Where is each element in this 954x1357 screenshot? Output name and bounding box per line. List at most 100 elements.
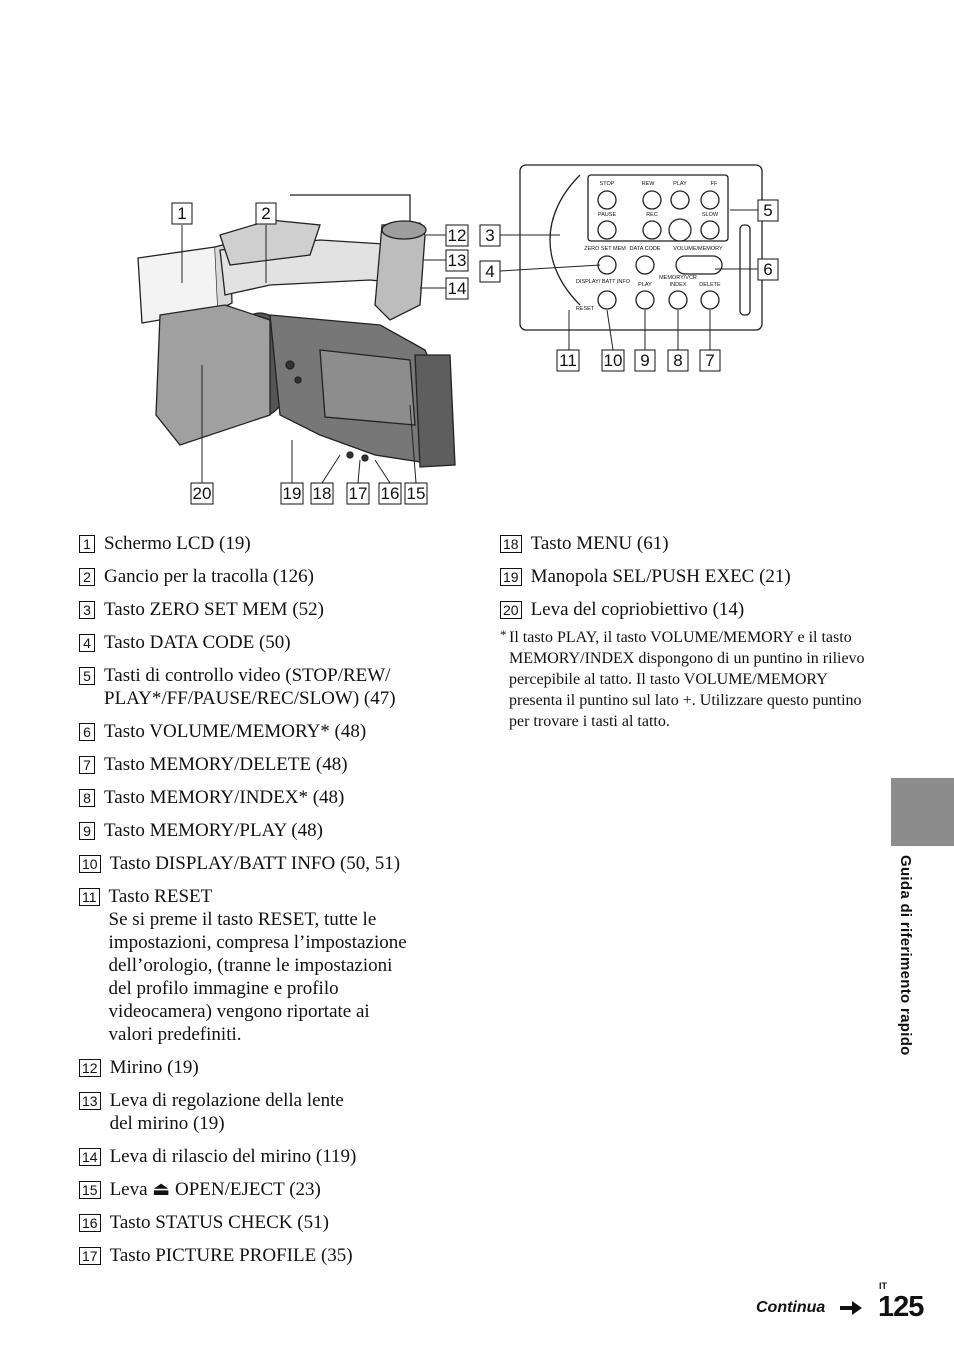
item-number: 5 xyxy=(79,667,95,685)
svg-text:5: 5 xyxy=(763,201,772,220)
item-text: Manopola SEL/PUSH EXEC (21) xyxy=(530,566,791,587)
panel-label-pause: PAUSE xyxy=(598,212,617,218)
svg-text:1: 1 xyxy=(177,204,186,223)
panel-label-display-batt-info: DISPLAY/ BATT INFO xyxy=(576,279,631,285)
callout-labels: 1 2 12 13 14 3 4 5 6 11 10 9 8 7 20 19 1… xyxy=(171,199,779,505)
panel-label-play: PLAY xyxy=(673,181,687,187)
list-item: 5 Tasti di controllo video (STOP/REW/ PLA… xyxy=(79,664,459,710)
callout-7: 7 xyxy=(699,349,721,372)
item-text: Tasto MEMORY/INDEX* (48) xyxy=(104,787,345,808)
page-number: 125 xyxy=(878,1291,924,1323)
callout-5-box: 5 xyxy=(757,199,779,222)
panel-label-stop: STOP xyxy=(600,181,615,187)
svg-text:16: 16 xyxy=(381,484,400,503)
item-text: Tasto MENU (61) xyxy=(530,533,669,554)
callout-18: 18 xyxy=(310,482,334,505)
callout-2: 2 xyxy=(255,202,277,225)
item-number: 20 xyxy=(500,601,522,619)
callout-1: 1 xyxy=(171,202,193,225)
panel-label-zero-set-mem: ZERO SET MEM xyxy=(584,246,626,252)
item-number: 18 xyxy=(500,535,522,553)
callout-10: 10 xyxy=(601,349,625,372)
svg-text:4: 4 xyxy=(485,262,494,281)
item-number: 7 xyxy=(79,756,95,774)
svg-text:18: 18 xyxy=(313,484,332,503)
svg-text:2: 2 xyxy=(261,204,270,223)
list-item: 17 Tasto PICTURE PROFILE (35) xyxy=(79,1244,459,1267)
item-number: 11 xyxy=(79,888,100,906)
callout-3: 3 xyxy=(479,224,501,247)
panel-label-rec: REC xyxy=(646,212,658,218)
panel-label-play2: PLAY xyxy=(638,282,652,288)
item-text: Tasto MEMORY/DELETE (48) xyxy=(104,754,348,775)
item-text: Tasto DATA CODE (50) xyxy=(104,632,291,653)
item-number: 17 xyxy=(79,1247,101,1265)
callout-13: 13 xyxy=(445,249,469,272)
footnote: * Il tasto PLAY, il tasto VOLUME/MEMORY … xyxy=(500,627,870,732)
callout-14: 14 xyxy=(445,277,469,300)
callout-8: 8 xyxy=(667,349,689,372)
item-text: Tasto STATUS CHECK (51) xyxy=(109,1212,329,1233)
svg-text:3: 3 xyxy=(485,226,494,245)
callout-19: 19 xyxy=(280,482,304,505)
item-text: Gancio per la tracolla (126) xyxy=(104,566,314,587)
panel-label-volume-memory: VOLUME/MEMORY xyxy=(673,246,723,252)
item-number: 14 xyxy=(79,1148,101,1166)
footnote-text: Il tasto PLAY, il tasto VOLUME/MEMORY e … xyxy=(509,629,865,730)
item-text: Tasto RESET Se si preme il tasto RESET, … xyxy=(108,886,407,1045)
callout-11: 11 xyxy=(556,349,580,372)
panel-label-slow: SLOW xyxy=(702,212,719,218)
section-tab-label: Guida di riferimento rapido xyxy=(897,855,914,1056)
list-item: 20 Leva del copriobiettivo (14) xyxy=(500,598,870,621)
item-text: Tasti di controllo video (STOP/REW/ PLAY… xyxy=(104,665,396,709)
item-text: Leva del copriobiettivo (14) xyxy=(530,599,745,620)
panel-label-reset: RESET xyxy=(576,306,595,312)
svg-text:19: 19 xyxy=(283,484,302,503)
item-text: Tasto MEMORY/PLAY (48) xyxy=(104,820,323,841)
callout-12: 12 xyxy=(445,224,469,247)
item-text: Tasto ZERO SET MEM (52) xyxy=(104,599,324,620)
callout-9: 9 xyxy=(634,349,656,372)
svg-text:6: 6 xyxy=(763,260,772,279)
svg-text:9: 9 xyxy=(640,351,649,370)
panel-label-memory-vcr: MEMORY/VCR xyxy=(659,275,697,281)
panel-label-ff: FF xyxy=(711,181,718,187)
item-number: 4 xyxy=(79,634,95,652)
continua-label: Continua xyxy=(756,1299,826,1316)
arrow-right-icon xyxy=(840,1301,862,1315)
item-text: Leva ⏏ OPEN/EJECT (23) xyxy=(109,1179,321,1200)
callout-20: 20 xyxy=(190,482,214,505)
svg-text:7: 7 xyxy=(705,351,714,370)
svg-text:11: 11 xyxy=(559,351,577,370)
camcorder-figure: STOP REW PLAY FF PAUSE REC SLOW ZERO SET… xyxy=(120,155,780,515)
item-number: 1 xyxy=(79,535,95,553)
item-text: Tasto DISPLAY/BATT INFO (50, 51) xyxy=(109,853,401,874)
callout-16: 16 xyxy=(378,482,402,505)
panel-label-delete: DELETE xyxy=(699,282,721,288)
callout-17: 17 xyxy=(346,482,370,505)
button-panel-labels: STOP REW PLAY FF PAUSE REC SLOW ZERO SET… xyxy=(576,181,723,312)
footnote-marker: * xyxy=(500,627,507,642)
panel-label-rew: REW xyxy=(642,181,656,187)
item-text: Tasto PICTURE PROFILE (35) xyxy=(109,1245,353,1266)
item-number: 12 xyxy=(79,1059,101,1077)
item-text: Tasto VOLUME/MEMORY* (48) xyxy=(104,721,367,742)
panel-label-data-code: DATA CODE xyxy=(630,246,661,252)
svg-text:12: 12 xyxy=(448,226,467,245)
svg-text:17: 17 xyxy=(349,484,368,503)
svg-text:20: 20 xyxy=(193,484,212,503)
callout-6-box: 6 xyxy=(757,258,779,281)
panel-label-index: INDEX xyxy=(670,282,687,288)
